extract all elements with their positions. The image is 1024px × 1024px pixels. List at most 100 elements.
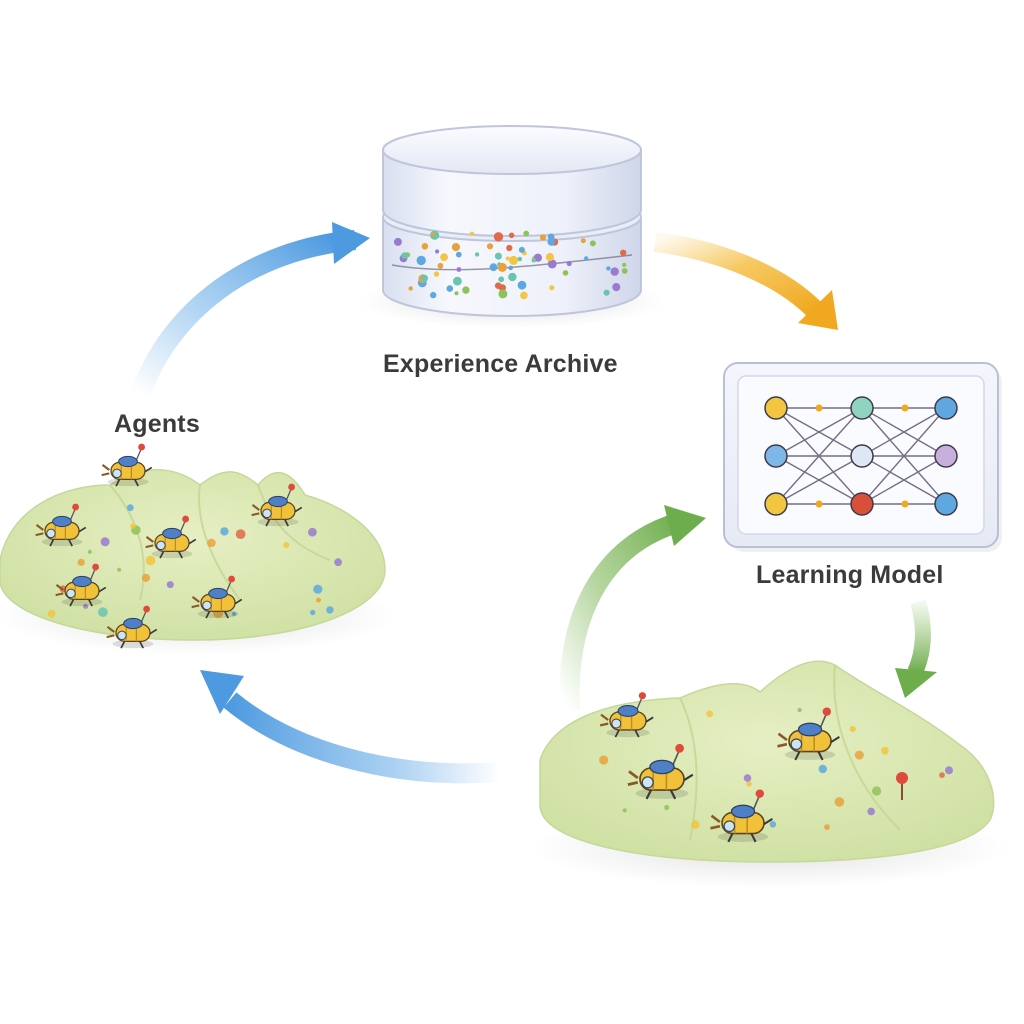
terrain-item-dot (87, 549, 92, 555)
terrain-item-dot (881, 746, 889, 755)
agents-terrain (0, 469, 395, 655)
arrow-field-to-agents (223, 692, 501, 784)
archive-data-dot (433, 271, 440, 277)
terrain-item-dot (235, 529, 246, 539)
terrain-item-dot (47, 609, 56, 618)
arrow-field-to-model (559, 512, 683, 711)
archive-data-dot (622, 262, 627, 267)
archive-data-dot (440, 253, 448, 262)
archive-data-dot (408, 286, 413, 291)
terrain-item-dot (308, 527, 317, 537)
terrain-item-dot (334, 558, 342, 567)
archive-data-dot (620, 249, 627, 256)
terrain-item-dot (100, 537, 110, 547)
terrain-item-dot (743, 774, 752, 782)
archive-data-dot (508, 272, 517, 282)
archive-data-dot (566, 260, 572, 267)
archive-data-dot (508, 265, 513, 271)
archive-data-dot (498, 289, 508, 299)
network-signal-dot (901, 404, 909, 412)
terrain-item-dot (313, 584, 323, 594)
terrain-item-dot (769, 821, 777, 828)
arrow-archive-to-model (653, 232, 823, 318)
terrain-item-dot (691, 820, 700, 829)
network-node (934, 444, 958, 468)
terrain-item-dot (220, 527, 229, 536)
terrain-item-dot (872, 786, 882, 796)
archive-data-dot (584, 256, 589, 261)
archive-data-dot (497, 262, 507, 272)
archive-data-dot (517, 256, 523, 262)
network-edge (775, 407, 863, 457)
terrain-item-dot (797, 707, 802, 713)
archive-data-dot (589, 240, 596, 247)
terrain-item-dot (141, 573, 150, 583)
archive-data-dot (531, 257, 537, 263)
arrow-head-archive-to-model (798, 290, 838, 330)
network-edge (861, 407, 947, 457)
learning-model-label: Learning Model (756, 561, 944, 589)
terrain-item-dot (834, 797, 845, 807)
field-terrain (530, 660, 1010, 888)
archive-data-dot (430, 232, 435, 237)
archive-data-dot (416, 255, 426, 266)
archive-data-dot (451, 243, 460, 252)
terrain-item-dot (310, 609, 316, 616)
archive-data-dot (455, 251, 462, 258)
terrain-item-dot (117, 567, 122, 572)
terrain-item-dot (98, 607, 108, 617)
terrain-item-dot (145, 555, 156, 566)
network-node (934, 396, 958, 420)
terrain-item-dot (207, 538, 216, 548)
robot-bee-icon (100, 442, 153, 488)
terrain-item-dot (326, 606, 334, 614)
archive-data-dot (498, 276, 505, 283)
archive-data-dot (523, 230, 530, 237)
terrain-item-dot (622, 808, 627, 813)
terrain-item-dot (166, 581, 174, 589)
network-signal-dot (815, 404, 823, 412)
network-node (850, 492, 874, 516)
terrain-item-dot (867, 807, 875, 816)
archive-data-dot (547, 259, 557, 269)
terrain-item-dot (664, 804, 670, 811)
archive-data-dot (610, 267, 619, 276)
archive-data-dot (520, 291, 528, 300)
network-node (850, 396, 874, 420)
archive-data-dot (393, 237, 402, 246)
network-node (934, 492, 958, 516)
terrain-item-dot (824, 824, 830, 830)
database-cylinder-icon (357, 125, 667, 328)
terrain-item-dot (939, 772, 945, 778)
terrain-item-dot (126, 504, 134, 512)
terrain-item-dot (945, 766, 953, 775)
terrain-item-dot (599, 755, 609, 765)
archive-data-dot (580, 238, 586, 244)
terrain-item-dot (854, 750, 864, 760)
archive-data-dot (612, 283, 621, 292)
network-node (764, 396, 788, 420)
archive-data-dot (606, 266, 611, 271)
arrow-head-model-to-agents (895, 668, 937, 698)
archive-data-dot (621, 268, 628, 274)
network-node (764, 444, 788, 468)
archive-data-dot (505, 256, 510, 261)
experience-archive-label: Experience Archive (383, 350, 618, 378)
terrain-item-dot (283, 542, 290, 548)
network-node (850, 444, 874, 468)
network-node (764, 492, 788, 516)
archive-data-dot (446, 285, 454, 292)
archive-data-dot (509, 255, 518, 265)
network-edge (861, 407, 947, 505)
network-signal-dot (901, 500, 909, 508)
network-edge (775, 407, 863, 505)
archive-data-dot (421, 243, 429, 250)
arrow-head-agents-to-archive (332, 222, 370, 264)
archive-data-dot (508, 232, 515, 239)
archive-data-dot (489, 263, 498, 272)
arrow-head-field-to-model (664, 505, 706, 546)
network-edge (861, 455, 947, 505)
archive-data-dots (393, 230, 628, 300)
